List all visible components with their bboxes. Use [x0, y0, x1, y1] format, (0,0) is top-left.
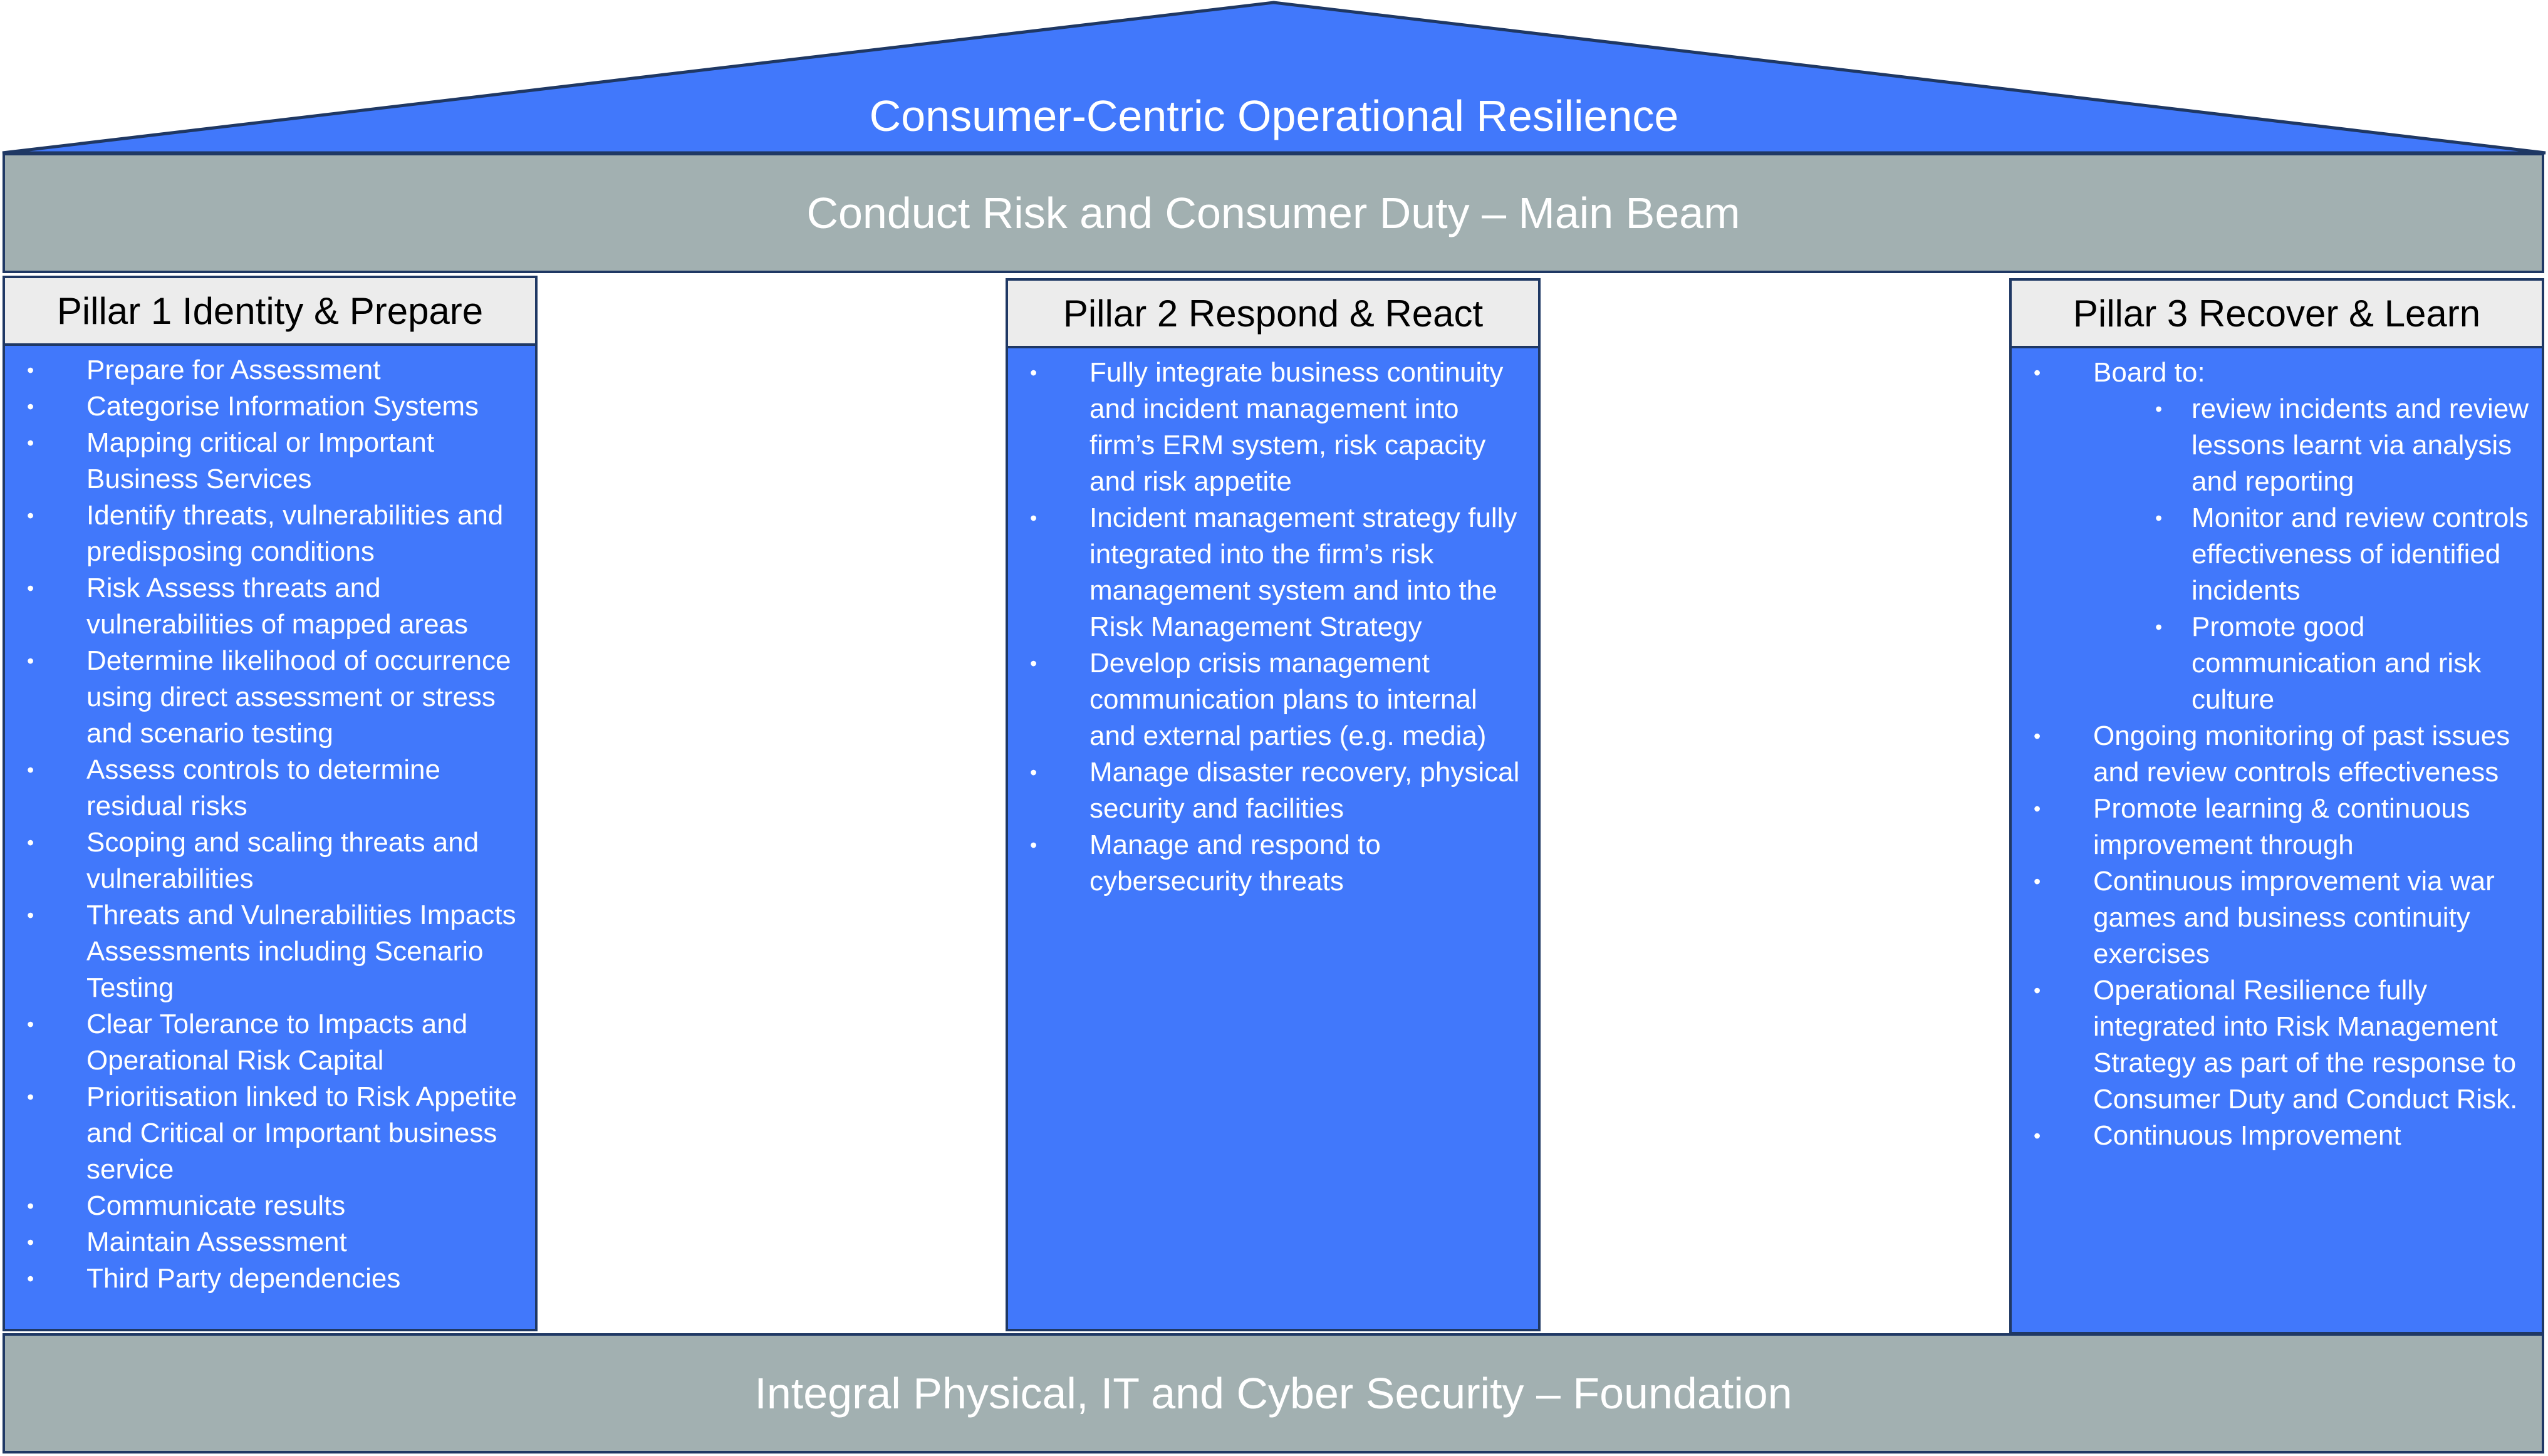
pillar-2: Pillar 2 Respond & React Fully integrate… [1006, 278, 1541, 1331]
pillar-3: Pillar 3 Recover & Learn Board to: revie… [2009, 278, 2544, 1334]
list-item: Manage and respond to cybersecurity thre… [1030, 827, 1526, 900]
board-label: Board to: [2093, 357, 2205, 388]
sub-list-item: review incidents and review lessons lear… [2155, 391, 2529, 500]
list-item: Fully integrate business continuity and … [1030, 355, 1526, 500]
list-item: Prepare for Assessment [27, 352, 523, 388]
list-item: Develop crisis management communication … [1030, 645, 1526, 754]
list-item: Manage disaster recovery, physical secur… [1030, 754, 1526, 827]
pillar-1-title: Pillar 1 Identity & Prepare [5, 278, 535, 346]
main-beam-title: Conduct Risk and Consumer Duty – Main Be… [806, 189, 1740, 237]
list-item: Scoping and scaling threats and vulnerab… [27, 824, 523, 897]
pillar-3-title: Pillar 3 Recover & Learn [2012, 281, 2542, 348]
list-item: Prioritisation linked to Risk Appetite a… [27, 1079, 523, 1188]
list-item: Assess controls to determine residual ri… [27, 752, 523, 824]
pillar-1: Pillar 1 Identity & Prepare Prepare for … [3, 276, 538, 1331]
list-item: Threats and Vulnerabilities Impacts Asse… [27, 897, 523, 1006]
list-item: Communicate results [27, 1188, 523, 1224]
main-beam: Conduct Risk and Consumer Duty – Main Be… [3, 153, 2544, 273]
list-item: Determine likelihood of occurrence using… [27, 643, 523, 752]
foundation: Integral Physical, IT and Cyber Security… [3, 1333, 2544, 1453]
list-item: Identify threats, vulnerabilities and pr… [27, 497, 523, 570]
sub-list-item: Monitor and review controls effectivenes… [2155, 500, 2529, 609]
roof-title: Consumer-Centric Operational Resilience [869, 91, 1679, 140]
list-item: Promote learning & continuous improvemen… [2034, 791, 2529, 863]
list-item: Incident management strategy fully integ… [1030, 500, 1526, 645]
list-item: Ongoing monitoring of past issues and re… [2034, 718, 2529, 791]
pillar-2-list: Fully integrate business continuity and … [1008, 348, 1538, 900]
sub-list-item: Promote good communication and risk cult… [2155, 609, 2529, 718]
pillar-3-list: Board to: review incidents and review le… [2012, 348, 2542, 1154]
pillar-2-title: Pillar 2 Respond & React [1008, 281, 1538, 348]
foundation-title: Integral Physical, IT and Cyber Security… [754, 1369, 1792, 1418]
list-item: Board to: review incidents and review le… [2034, 355, 2529, 718]
list-item: Operational Resilience fully integrated … [2034, 972, 2529, 1118]
list-item: Risk Assess threats and vulnerabilities … [27, 570, 523, 643]
pillar-1-list: Prepare for Assessment Categorise Inform… [5, 346, 535, 1297]
list-item: Continuous Improvement [2034, 1118, 2529, 1154]
list-item: Mapping critical or Important Business S… [27, 425, 523, 497]
list-item: Categorise Information Systems [27, 388, 523, 425]
list-item: Clear Tolerance to Impacts and Operation… [27, 1006, 523, 1079]
list-item: Continuous improvement via war games and… [2034, 863, 2529, 972]
board-sublist: review incidents and review lessons lear… [2093, 391, 2529, 718]
list-item: Third Party dependencies [27, 1261, 523, 1297]
list-item: Maintain Assessment [27, 1224, 523, 1261]
